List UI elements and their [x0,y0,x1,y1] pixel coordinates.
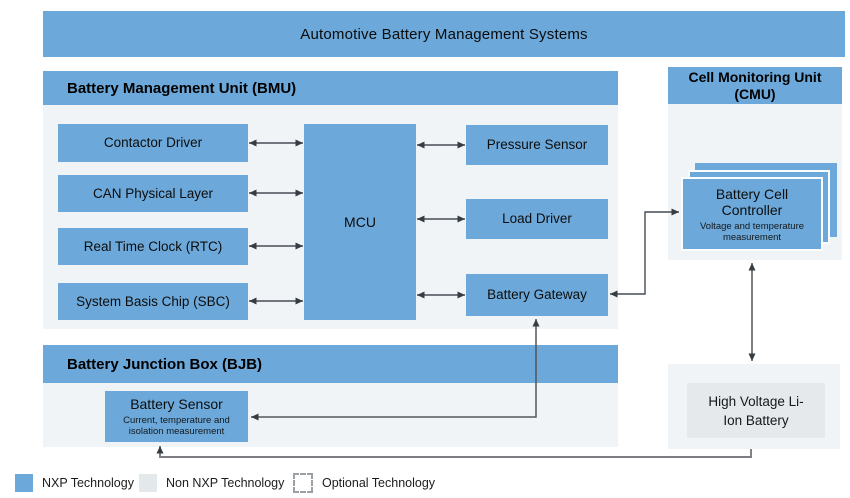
block-mcu: MCU [304,124,416,320]
block-hv-li-ion-battery: High Voltage Li-Ion Battery [687,383,825,438]
bmu-header: Battery Management Unit (BMU) [43,71,618,105]
legend-optional-label: Optional Technology [322,476,436,490]
legend-optional: Optional Technology [293,473,435,493]
bmu-title: Battery Management Unit (BMU) [67,79,297,97]
block-load-driver: Load Driver [466,199,608,239]
bjb-title: Battery Junction Box (BJB) [67,355,263,373]
rtc-label: Real Time Clock (RTC) [83,238,223,254]
bjb-header: Battery Junction Box (BJB) [43,345,618,383]
block-battery-sensor: Battery Sensor Current, temperature and … [105,391,248,442]
optional-dashed-swatch [293,473,313,493]
battery-cell-controller-subtitle: Voltage and temperature measurement [699,220,805,243]
block-battery-gateway: Battery Gateway [466,274,608,316]
battery-sensor-subtitle: Current, temperature and isolation measu… [123,415,230,437]
load-driver-label: Load Driver [502,211,572,226]
block-can-physical-layer: CAN Physical Layer [58,175,248,212]
mcu-label: MCU [344,214,376,230]
can-physical-layer-label: CAN Physical Layer [92,185,214,201]
banner-automotive-bms: Automotive Battery Management Systems [43,11,845,57]
legend-non-nxp: Non NXP Technology [139,473,284,493]
arrow-hvbattery-sensor [156,446,752,458]
block-battery-cell-controller: Battery Cell Controller Voltage and temp… [681,177,823,251]
banner-title: Automotive Battery Management Systems [300,25,588,43]
cmu-title: Cell Monitoring Unit (CMU) [688,68,822,102]
block-contactor-driver: Contactor Driver [58,124,248,162]
legend-nxp: NXP Technology [15,473,134,493]
sbc-label: System Basis Chip (SBC) [76,293,230,309]
hv-battery-label: High Voltage Li-Ion Battery [708,393,804,428]
block-pressure-sensor: Pressure Sensor [466,125,608,165]
legend-non-nxp-label: Non NXP Technology [166,476,285,490]
pressure-sensor-label: Pressure Sensor [486,137,588,152]
block-system-basis-chip: System Basis Chip (SBC) [58,283,248,320]
battery-gateway-label: Battery Gateway [487,287,587,302]
nxp-color-swatch [15,474,33,492]
contactor-driver-label: Contactor Driver [103,135,203,150]
battery-sensor-title: Battery Sensor [130,396,223,412]
cmu-header: Cell Monitoring Unit (CMU) [668,67,842,104]
block-real-time-clock: Real Time Clock (RTC) [58,228,248,265]
battery-cell-controller-title: Battery Cell Controller [715,185,789,218]
legend-nxp-label: NXP Technology [42,476,134,490]
non-nxp-color-swatch [139,474,157,492]
